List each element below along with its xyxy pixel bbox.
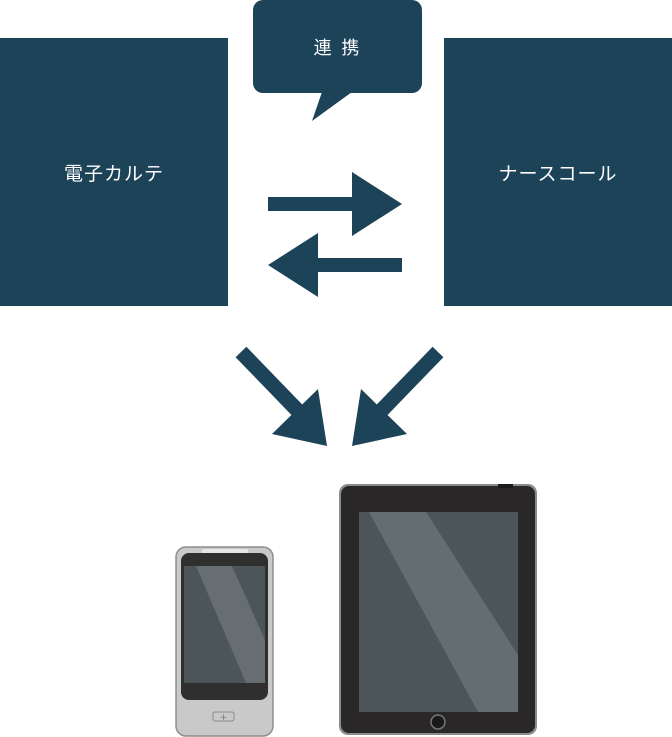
left-box-label: 電子カルテ	[63, 162, 164, 185]
speech-bubble: 連 携	[253, 0, 422, 93]
svg-text:+: +	[220, 713, 228, 723]
arrow-down-right	[235, 346, 327, 446]
speech-bubble-tail	[312, 92, 352, 121]
speech-bubble-label: 連 携	[313, 37, 362, 59]
right-box-nurse-call: ナースコール	[444, 38, 672, 306]
arrow-down-left	[352, 346, 444, 446]
left-box-electronic-medical-record: 電子カルテ	[0, 38, 228, 306]
tablet-icon	[339, 484, 537, 735]
arrow-left	[268, 233, 402, 297]
arrow-right	[268, 172, 402, 236]
right-box-label: ナースコール	[498, 162, 618, 185]
smartphone-icon: +	[175, 546, 274, 737]
